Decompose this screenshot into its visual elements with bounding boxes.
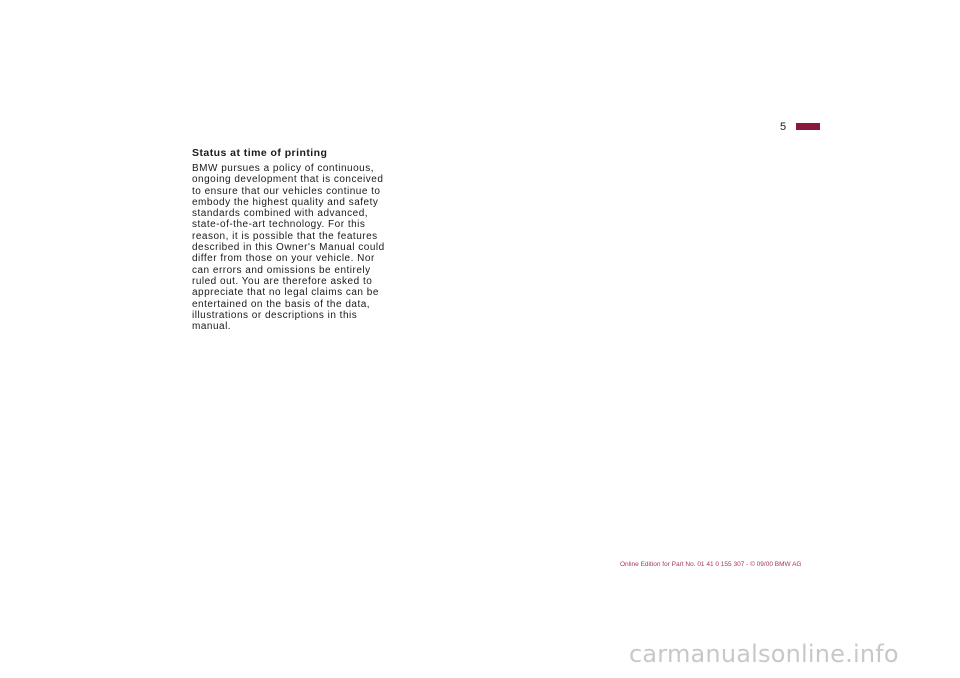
body-line: manual. xyxy=(192,321,232,333)
body-line: ongoing development that is conceived xyxy=(192,174,384,186)
body-line: differ from those on your vehicle. Nor xyxy=(192,253,375,265)
body-line: reason, it is possible that the features xyxy=(192,230,378,242)
body-line: BMW pursues a policy of continuous, xyxy=(192,163,375,174)
body-line: embody the highest quality and safety xyxy=(192,196,379,208)
body-line: entertained on the basis of the data, xyxy=(192,298,371,310)
body-line: appreciate that no legal claims can be xyxy=(192,287,379,299)
page-tab-marker xyxy=(796,123,820,130)
watermark-text: carmanualsonline.info xyxy=(629,640,899,668)
page-number: 5 xyxy=(780,121,787,133)
body-line: standards combined with advanced, xyxy=(192,208,369,220)
body-line: illustrations or descriptions in this xyxy=(192,309,358,321)
edition-footer-note: Online Edition for Part No. 01 41 0 155 … xyxy=(620,561,802,568)
body-line: ruled out. You are therefore asked to xyxy=(192,275,373,287)
body-line: state-of-the-art technology. For this xyxy=(192,219,366,231)
section-heading: Status at time of printing xyxy=(192,147,328,159)
body-paragraph: BMW pursues a policy of continuous, ongo… xyxy=(192,163,392,332)
body-line: described in this Owner's Manual could xyxy=(192,242,385,254)
body-line: to ensure that our vehicles continue to xyxy=(192,185,381,197)
body-line: can errors and omissions be entirely xyxy=(192,264,371,276)
